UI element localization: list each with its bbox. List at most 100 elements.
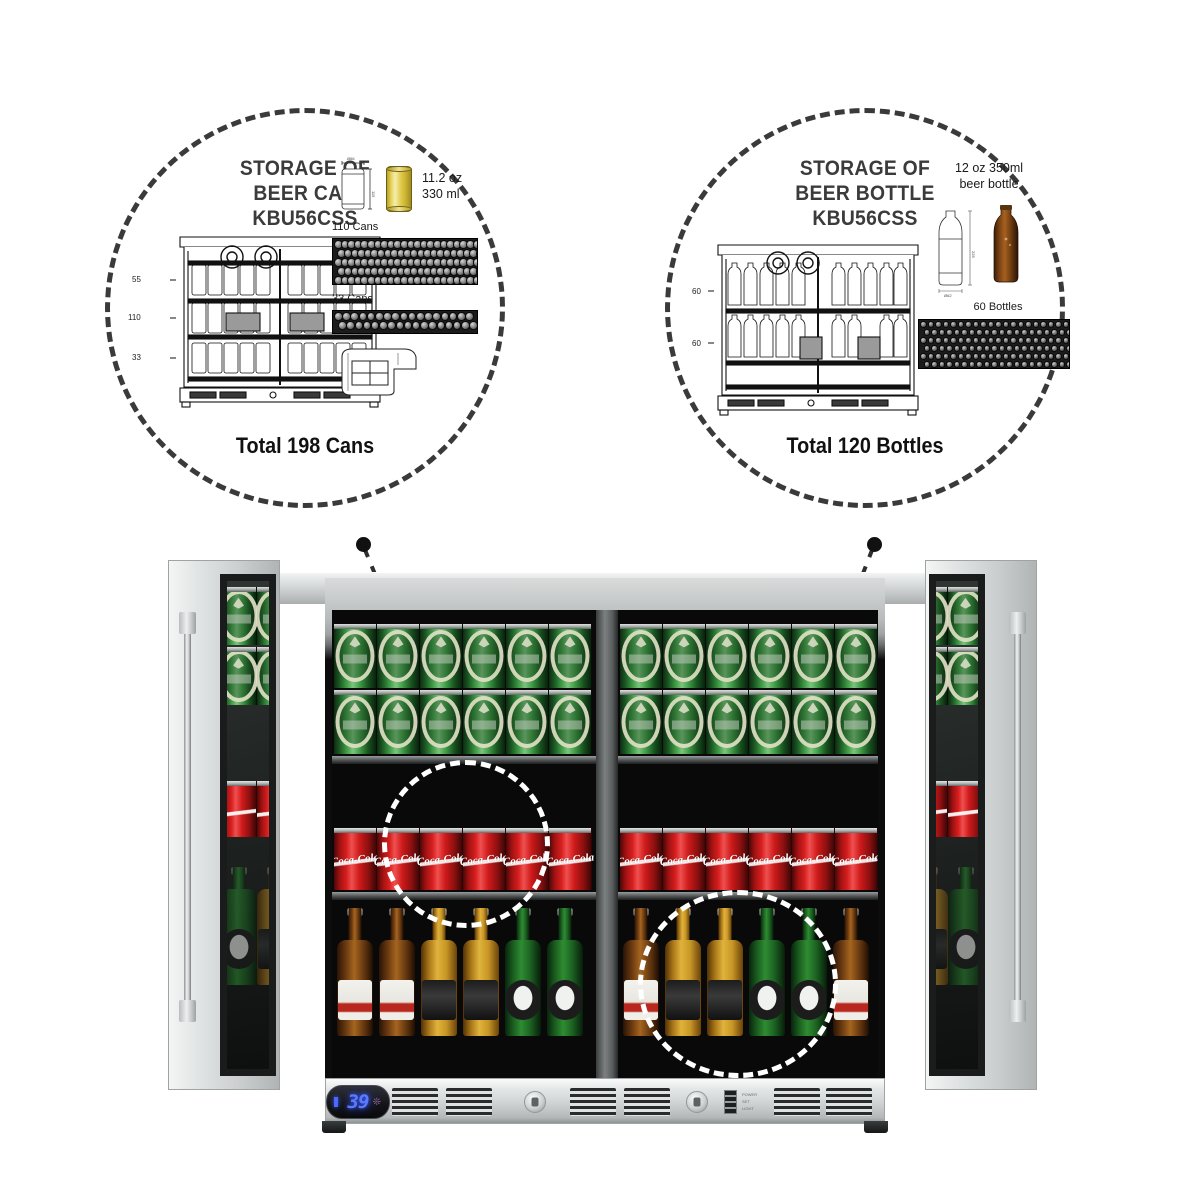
bottle-dimension-drawing: 225 Ø62 bbox=[938, 210, 976, 297]
door-lock-right[interactable] bbox=[686, 1091, 708, 1113]
coca-cola-can: Coca-Cola bbox=[831, 828, 878, 890]
pack-unit bbox=[1055, 321, 1062, 328]
budweiser-bottle bbox=[334, 908, 376, 1036]
shelf-row-green-cans-top-left bbox=[334, 624, 594, 688]
pack-unit bbox=[444, 321, 454, 330]
pack-unit bbox=[950, 321, 957, 328]
amber-lager-bottle bbox=[936, 867, 948, 985]
pack-unit bbox=[980, 321, 987, 328]
green-beer-can bbox=[549, 690, 592, 754]
pack-unit bbox=[407, 312, 417, 321]
front-vent bbox=[392, 1088, 438, 1116]
pack-unit bbox=[976, 361, 983, 368]
pack-unit bbox=[358, 312, 368, 321]
pack-unit bbox=[950, 353, 957, 360]
pack-unit bbox=[927, 353, 934, 360]
green-beer-can bbox=[506, 624, 549, 688]
pack-unit bbox=[991, 361, 998, 368]
pack-unit bbox=[942, 337, 949, 344]
door-handle-right[interactable] bbox=[1014, 618, 1021, 1018]
pack-unit bbox=[961, 329, 968, 336]
pack-unit bbox=[342, 312, 351, 321]
pack-unit bbox=[1062, 337, 1069, 344]
door-view-cans-top bbox=[936, 587, 978, 645]
pack-unit bbox=[983, 361, 991, 368]
pack-unit bbox=[1017, 353, 1024, 360]
left-glass-door[interactable] bbox=[168, 560, 280, 1090]
pack-label-60-bottles: 60 Bottles bbox=[973, 301, 1023, 313]
pack-unit bbox=[1036, 361, 1043, 368]
green-beer-can bbox=[377, 690, 420, 754]
pack-unit bbox=[983, 329, 991, 336]
green-beer-can bbox=[749, 624, 792, 688]
svg-text:225: 225 bbox=[971, 251, 976, 258]
pack-unit bbox=[1032, 321, 1039, 328]
coca-cola-can: Coca-Cola bbox=[788, 828, 838, 890]
pack-unit bbox=[1066, 361, 1069, 368]
bottle-cabinet-line-drawing bbox=[708, 244, 919, 416]
front-vent bbox=[624, 1088, 670, 1116]
door-glass-pane bbox=[929, 574, 985, 1076]
callout-title-line1: STORAGE OF bbox=[799, 157, 931, 180]
pack-unit bbox=[1047, 321, 1054, 328]
door-view-cans-top bbox=[227, 587, 269, 645]
amber-lager-bottle bbox=[460, 908, 502, 1036]
green-beer-can bbox=[706, 690, 749, 754]
beverage-cooler-product-photo: Coca-Cola Coca-Cola Coca-Cola Coca-Cola … bbox=[150, 560, 1055, 1145]
pack-unit bbox=[998, 329, 1006, 336]
heineken-bottle bbox=[948, 867, 978, 985]
dim-label-33: 33 bbox=[132, 353, 141, 362]
budweiser-bottle bbox=[830, 908, 872, 1036]
coca-cola-can bbox=[227, 781, 257, 837]
pack-unit bbox=[976, 329, 983, 336]
pack-unit bbox=[968, 329, 976, 336]
pack-unit bbox=[1013, 345, 1021, 352]
svg-text:Ø66: Ø66 bbox=[347, 156, 355, 161]
pack-unit bbox=[1062, 321, 1069, 328]
green-beer-can bbox=[257, 587, 269, 645]
green-beer-can bbox=[420, 690, 463, 754]
can-pack-33 bbox=[332, 310, 478, 334]
pack-unit bbox=[338, 321, 347, 330]
pack-unit bbox=[432, 312, 441, 321]
pack-unit bbox=[411, 321, 421, 330]
front-vent bbox=[826, 1088, 872, 1116]
green-beer-can bbox=[948, 587, 978, 645]
can-dimension-drawing: Ø66 115 bbox=[341, 156, 376, 210]
green-beer-can bbox=[835, 624, 878, 688]
pack-unit bbox=[1021, 361, 1028, 368]
coca-cola-can: Coca-Cola bbox=[745, 828, 795, 890]
pack-unit bbox=[1032, 353, 1039, 360]
door-view-coke bbox=[936, 781, 978, 837]
right-glass-door[interactable] bbox=[925, 560, 1037, 1090]
pack-unit bbox=[1066, 329, 1069, 336]
pack-unit bbox=[946, 329, 953, 336]
pack-unit bbox=[995, 321, 1002, 328]
coca-cola-can bbox=[948, 781, 978, 837]
pack-unit bbox=[953, 345, 961, 352]
pack-unit bbox=[935, 321, 942, 328]
pack-unit bbox=[931, 329, 938, 336]
control-keypad[interactable] bbox=[724, 1090, 737, 1114]
pack-unit bbox=[1036, 329, 1043, 336]
pack-unit bbox=[375, 312, 384, 321]
pack-unit bbox=[976, 345, 983, 352]
bottle-pack-60 bbox=[918, 319, 1070, 369]
pack-unit bbox=[957, 353, 964, 360]
door-lock-left[interactable] bbox=[524, 1091, 546, 1113]
pack-unit bbox=[1043, 361, 1051, 368]
callout-total-cans: Total 198 Cans bbox=[235, 433, 375, 458]
can-volume-oz: 11.2 oz bbox=[422, 171, 463, 185]
door-handle-left[interactable] bbox=[184, 618, 191, 1018]
can-volume-ml: 330 ml bbox=[422, 186, 460, 201]
dim-label-60-upper: 60 bbox=[692, 287, 701, 296]
pack-unit bbox=[461, 321, 470, 330]
green-beer-can bbox=[706, 624, 749, 688]
green-beer-can bbox=[257, 647, 269, 705]
pack-unit bbox=[1055, 337, 1062, 344]
pack-unit bbox=[1066, 345, 1069, 352]
pack-unit bbox=[387, 321, 396, 330]
temperature-display[interactable]: 39 ❊ bbox=[326, 1085, 390, 1119]
pack-unit bbox=[953, 361, 961, 368]
